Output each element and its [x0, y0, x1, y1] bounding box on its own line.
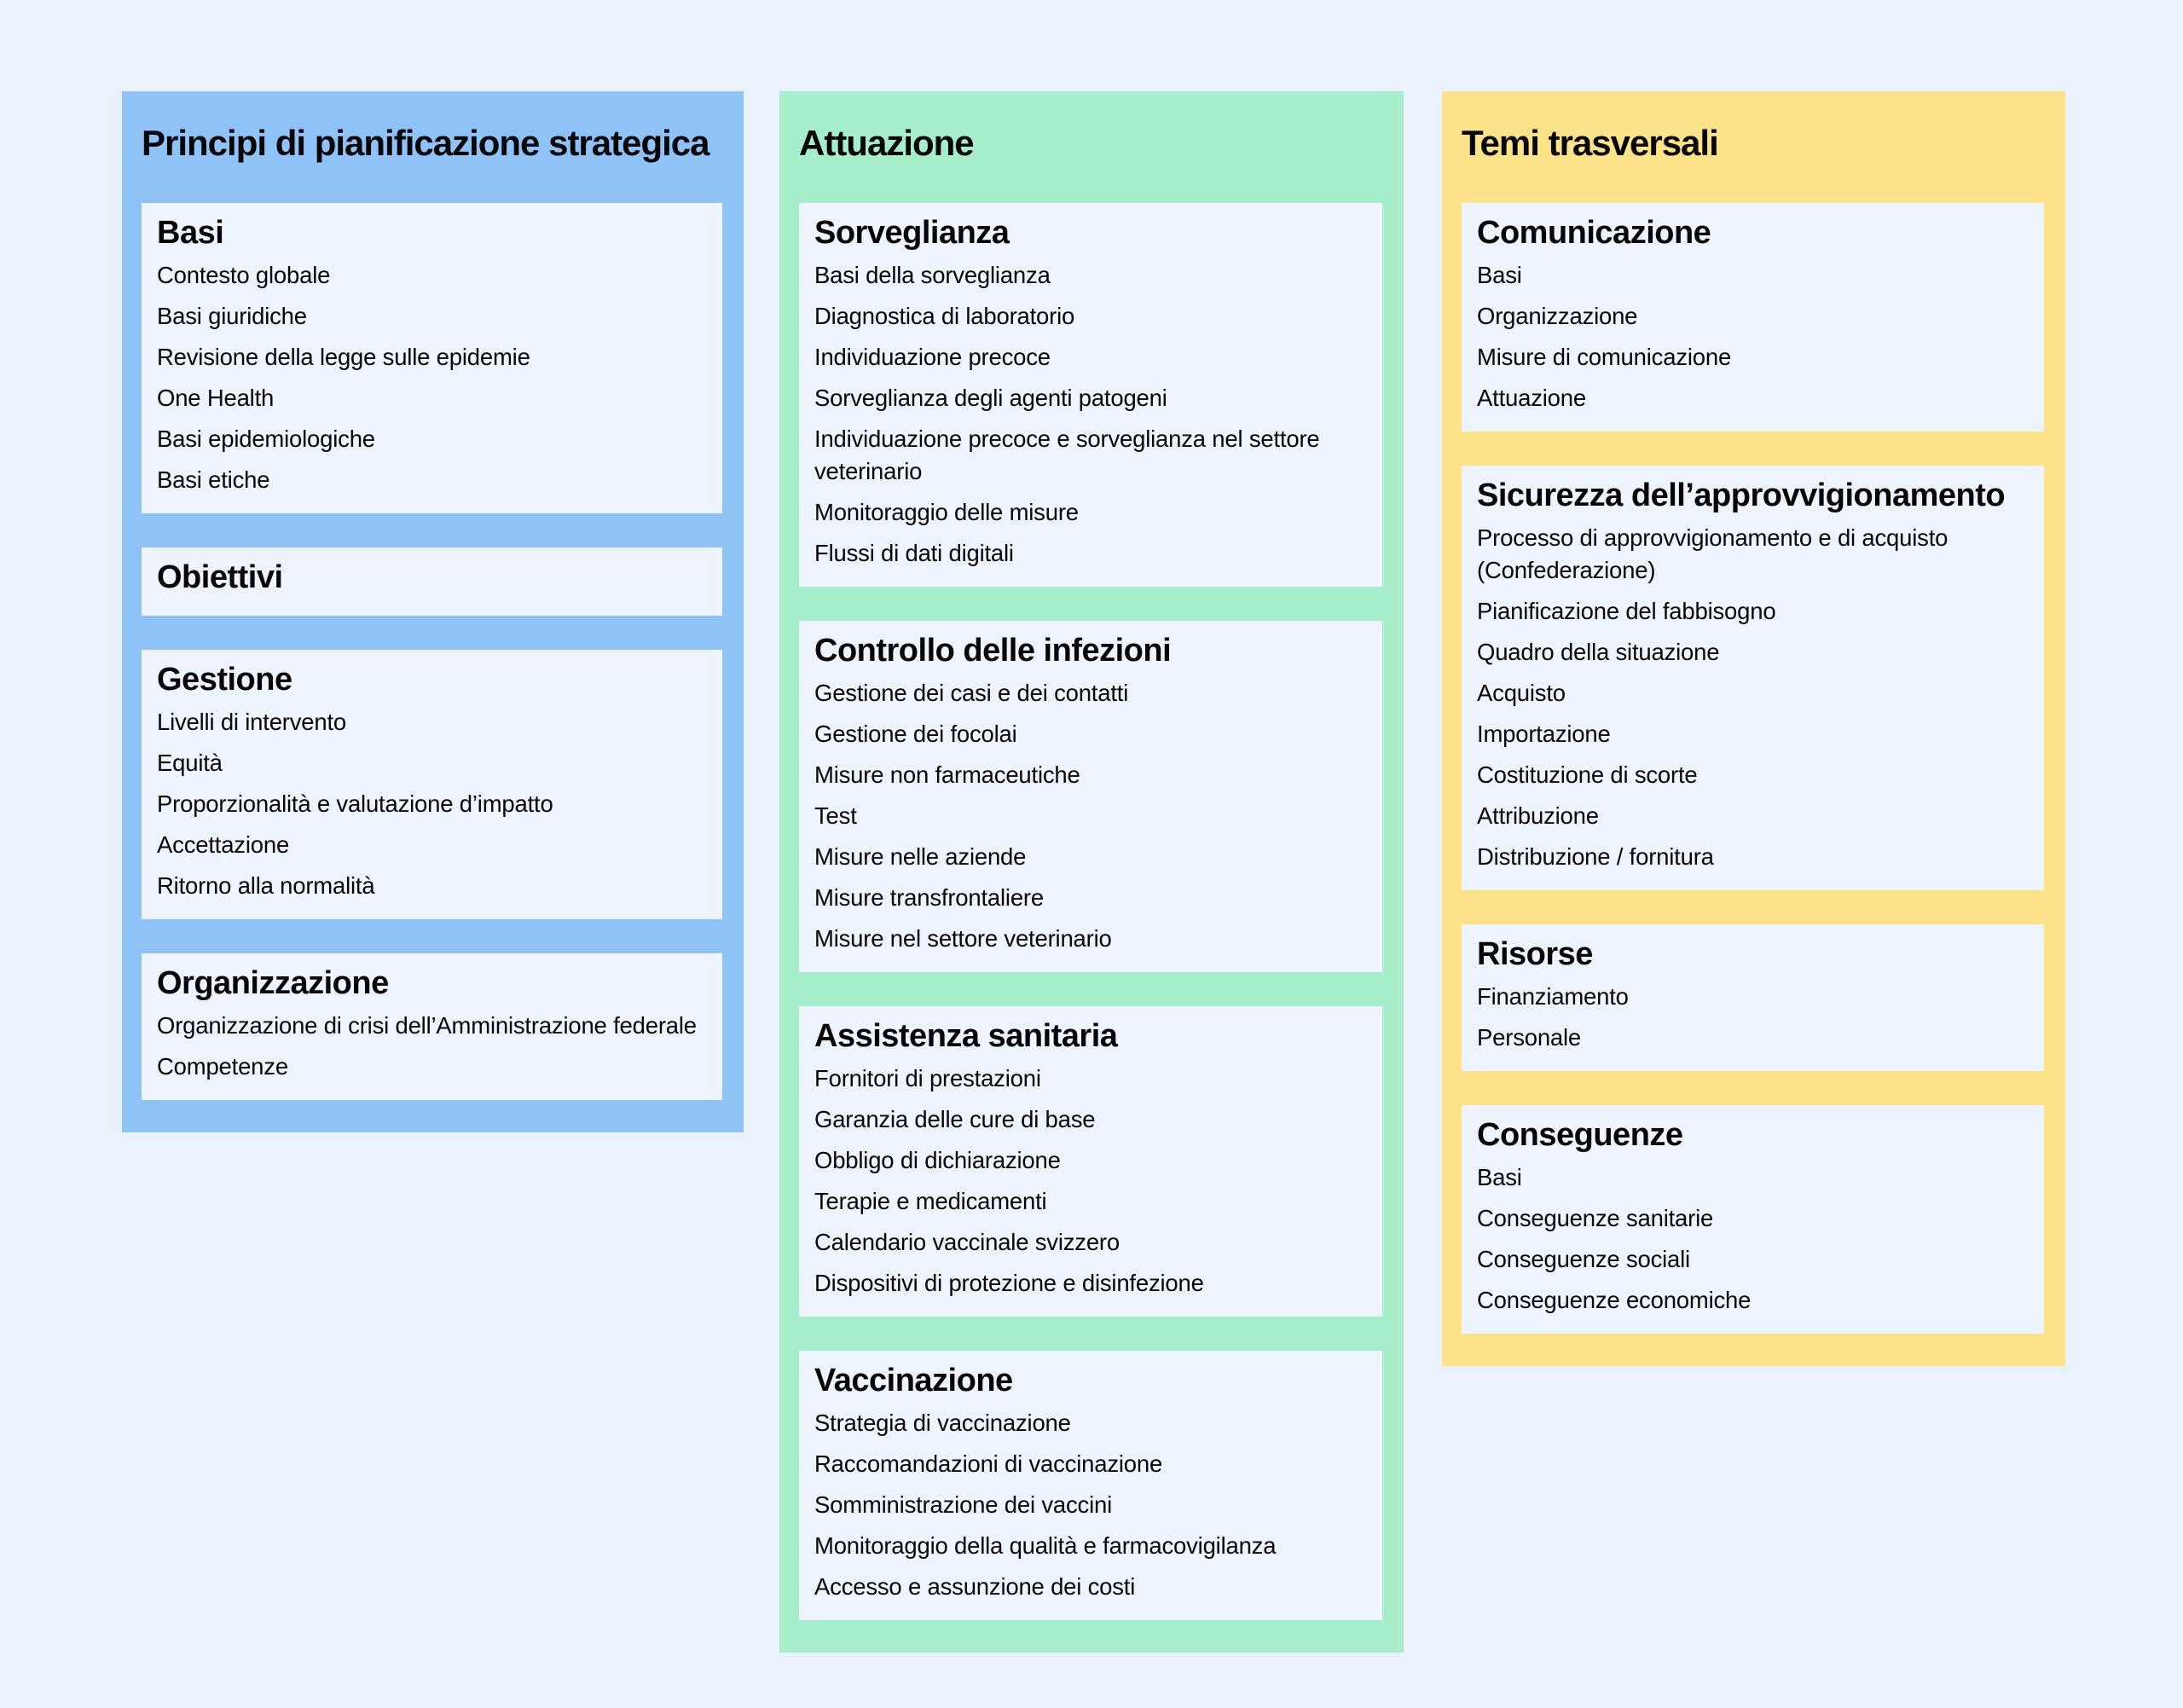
topic-item: Basi — [1477, 1164, 1522, 1190]
topic-box-title: Obiettivi — [157, 559, 283, 595]
topic-box: Obiettivi — [142, 547, 722, 616]
topic-item: Competenze — [157, 1053, 288, 1080]
topic-item: Conseguenze sanitarie — [1477, 1205, 1714, 1231]
topic-box-title: Vaccinazione — [814, 1363, 1013, 1398]
topic-item: Basi — [1477, 262, 1522, 288]
topic-item: Quadro della situazione — [1477, 639, 1720, 665]
topic-item: Pianificazione del fabbisogno — [1477, 598, 1776, 624]
topic-item: Basi della sorveglianza — [814, 262, 1051, 288]
topic-item: Proporzionalità e valutazione d’impatto — [157, 790, 553, 817]
topic-item: Distribuzione / fornitura — [1477, 843, 1714, 870]
topic-item: Individuazione precoce e sorveglianza ne… — [814, 426, 1320, 484]
topic-item: Conseguenze sociali — [1477, 1246, 1690, 1272]
topic-box-title: Organizzazione — [157, 965, 389, 1001]
topic-box-title: Sorveglianza — [814, 215, 1010, 251]
topic-item: Monitoraggio delle misure — [814, 499, 1079, 525]
topic-box-title: Risorse — [1477, 936, 1593, 972]
topic-item: Accettazione — [157, 831, 290, 858]
topic-item: Misure nelle aziende — [814, 843, 1027, 870]
topic-item: Livelli di intervento — [157, 709, 347, 735]
topic-item: Conseguenze economiche — [1477, 1287, 1752, 1313]
topic-item: Dispositivi di protezione e disinfezione — [814, 1270, 1204, 1296]
topic-item: Flussi di dati digitali — [814, 540, 1014, 566]
topic-item: Basi etiche — [157, 466, 270, 493]
topic-item: Gestione dei casi e dei contatti — [814, 680, 1129, 706]
topic-item: Equità — [157, 750, 223, 776]
topic-item: Garanzia delle cure di base — [814, 1106, 1096, 1132]
topic-item: Misure transfrontaliere — [814, 884, 1044, 911]
topic-item: Finanziamento — [1477, 983, 1629, 1010]
column-title-temi-trasversali: Temi trasversali — [1462, 123, 1719, 163]
topic-item: Attribuzione — [1477, 802, 1599, 829]
topic-item: Fornitori di prestazioni — [814, 1065, 1041, 1091]
topic-item: Calendario vaccinale svizzero — [814, 1229, 1120, 1255]
topic-item: Strategia di vaccinazione — [814, 1410, 1071, 1436]
topic-item: Attuazione — [1477, 385, 1586, 411]
topic-item: Contesto globale — [157, 262, 331, 288]
topic-item: Diagnostica di laboratorio — [814, 303, 1075, 329]
topic-item: Revisione della legge sulle epidemie — [157, 344, 530, 370]
topic-item: Acquisto — [1477, 680, 1566, 706]
topic-box-title: Conseguenze — [1477, 1117, 1683, 1153]
topic-item: Terapie e medicamenti — [814, 1188, 1047, 1214]
topic-item: Organizzazione — [1477, 303, 1638, 329]
topic-box-title: Gestione — [157, 662, 292, 698]
topic-box-title: Basi — [157, 215, 224, 251]
topic-item: Monitoraggio della qualità e farmacovigi… — [814, 1532, 1277, 1559]
column-title-principi: Principi di pianificazione strategica — [142, 123, 710, 163]
topic-box-title: Comunicazione — [1477, 215, 1711, 251]
topic-item: Organizzazione di crisi dell’Amministraz… — [157, 1012, 697, 1039]
topic-item: Individuazione precoce — [814, 344, 1051, 370]
topic-box-title: Sicurezza dell’approvvigionamento — [1477, 478, 2006, 513]
topic-item: Misure di comunicazione — [1477, 344, 1732, 370]
topic-item: Test — [814, 802, 857, 829]
topic-item: Importazione — [1477, 721, 1611, 747]
column-title-attuazione: Attuazione — [799, 123, 975, 163]
topic-item: Costituzione di scorte — [1477, 761, 1698, 788]
topic-item: Accesso e assunzione dei costi — [814, 1573, 1136, 1600]
topic-item: Obbligo di dichiarazione — [814, 1147, 1061, 1173]
topic-item: Raccomandazioni di vaccinazione — [814, 1450, 1163, 1477]
topic-item: Ritorno alla normalità — [157, 872, 375, 899]
topic-item: One Health — [157, 385, 275, 411]
topic-item: Somministrazione dei vaccini — [814, 1491, 1112, 1518]
topic-item: Basi giuridiche — [157, 303, 307, 329]
topic-item: Misure nel settore veterinario — [814, 925, 1112, 952]
topic-box-title: Assistenza sanitaria — [814, 1018, 1118, 1054]
topic-item: Personale — [1477, 1024, 1582, 1051]
topic-item: Misure non farmaceutiche — [814, 761, 1080, 788]
topic-item: Basi epidemiologiche — [157, 426, 375, 452]
topic-box-title: Controllo delle infezioni — [814, 633, 1172, 669]
topic-item: Processo di approvvigionamento e di acqu… — [1477, 524, 1948, 583]
topic-item: Gestione dei focolai — [814, 721, 1017, 747]
topic-item: Sorveglianza degli agenti patogeni — [814, 385, 1167, 411]
